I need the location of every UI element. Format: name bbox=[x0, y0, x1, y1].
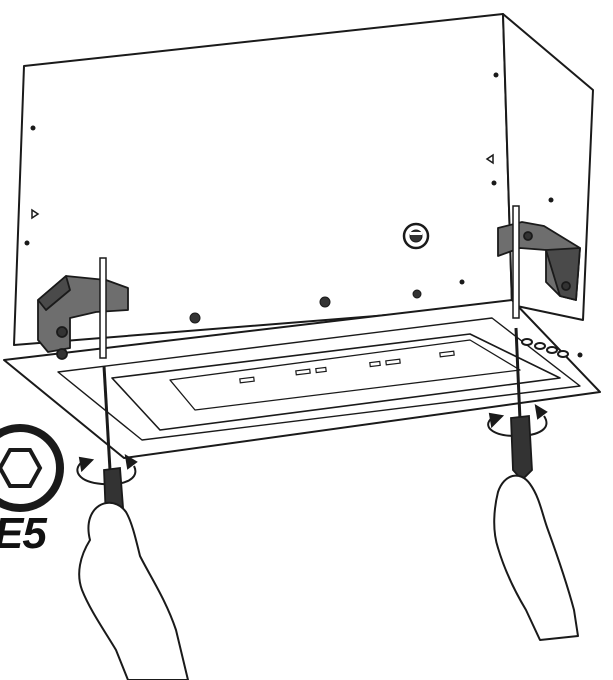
threaded-rod-left bbox=[99, 257, 107, 359]
triangle-marker bbox=[485, 153, 494, 165]
rivet bbox=[30, 125, 36, 131]
screw bbox=[189, 312, 201, 324]
control-buttons bbox=[521, 338, 569, 358]
right-hand bbox=[493, 474, 579, 641]
rivet bbox=[459, 279, 465, 285]
filter-slots bbox=[239, 350, 455, 384]
rivet bbox=[493, 72, 499, 78]
arrow-markers bbox=[31, 153, 494, 220]
hand-icon bbox=[78, 474, 579, 680]
filter-slot bbox=[385, 358, 401, 366]
filter-slot bbox=[239, 376, 255, 384]
rivet bbox=[491, 180, 497, 186]
rotate-arrows-icon bbox=[76, 404, 548, 486]
threaded-rod-right bbox=[512, 205, 520, 319]
filter-slot bbox=[369, 360, 381, 368]
filter-recess bbox=[169, 339, 521, 411]
hexagon-socket-icon bbox=[0, 424, 64, 512]
tool-size-label: E5 bbox=[0, 509, 47, 558]
filter-slot bbox=[439, 350, 455, 358]
screw bbox=[412, 289, 422, 299]
triangle-marker bbox=[31, 208, 40, 220]
canopy-inner-frame bbox=[57, 317, 581, 441]
threaded-rods bbox=[99, 205, 520, 359]
box-rivets bbox=[24, 72, 583, 358]
power-connector bbox=[402, 222, 430, 250]
left-hand bbox=[78, 502, 189, 680]
rivet bbox=[577, 352, 583, 358]
screw bbox=[319, 296, 331, 308]
filter-slot bbox=[295, 368, 311, 376]
filter-slot bbox=[315, 366, 327, 374]
rivet bbox=[24, 240, 30, 246]
rivet bbox=[548, 197, 554, 203]
canopy-panel bbox=[3, 299, 601, 459]
box-screws bbox=[189, 289, 422, 324]
